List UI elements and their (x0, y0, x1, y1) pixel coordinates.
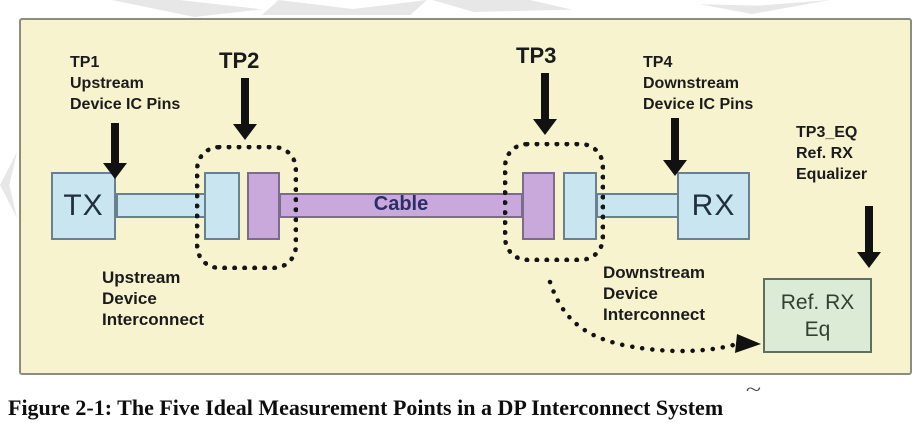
tp2-label: TP2 (219, 48, 260, 73)
downstream-connector-pin (563, 172, 597, 240)
label-line: Interconnect (603, 305, 706, 324)
label-line: Interconnect (102, 310, 205, 329)
diagram-panel: Cable TX RX Ref. RX Eq TP1 Upstream Devi… (19, 18, 912, 375)
label-line: Equalizer (796, 166, 868, 183)
label-line: TP4 (643, 54, 673, 71)
cable-label: Cable (373, 193, 429, 215)
rx-trace (596, 193, 681, 218)
tp4-arrow-down-icon (662, 118, 688, 176)
upstream-interconnect-label: Upstream Device Interconnect (102, 267, 204, 330)
watermark-shape (262, 0, 427, 15)
cable-bar: Cable (279, 193, 523, 218)
label-line: Device (102, 289, 157, 308)
caption-artifact-mark: ~ (745, 379, 761, 401)
rx-box: RX (677, 172, 750, 240)
label-line: TP3_EQ (796, 124, 858, 141)
label-line: Downstream (603, 263, 706, 282)
upstream-connector-plug (247, 172, 280, 240)
label-line: Upstream (70, 75, 144, 92)
label-line: TP1 (70, 54, 100, 71)
watermark-shape (700, 0, 830, 14)
tp3-eq-label: TP3_EQ Ref. RX Equalizer (796, 122, 867, 185)
label-line: Device IC Pins (70, 96, 181, 113)
label-line: Device (603, 284, 658, 303)
label-line: Downstream (643, 75, 740, 92)
watermark-shape (0, 152, 17, 218)
tp2-arrow-down-icon (232, 78, 258, 140)
label-line: Upstream (102, 268, 181, 287)
label-line: Device IC Pins (643, 96, 754, 113)
tx-label: TX (63, 189, 104, 222)
rx-label: RX (691, 189, 736, 222)
figure-caption: Figure 2-1: The Five Ideal Measurement P… (8, 395, 724, 420)
ref-rx-eq-line: Ref. RX (780, 290, 855, 314)
tx-box: TX (51, 172, 116, 240)
tp3-label: TP3 (516, 43, 557, 68)
tp3-dotted-region (503, 142, 605, 262)
tp3-arrow-down-icon (532, 73, 558, 135)
tp3-eq-arrow-down-icon (856, 206, 882, 268)
label-line: Ref. RX (796, 145, 853, 162)
tp1-label: TP1 Upstream Device IC Pins (70, 52, 180, 115)
tp4-label: TP4 Downstream Device IC Pins (643, 52, 753, 115)
downstream-interconnect-label: Downstream Device Interconnect (603, 262, 705, 325)
watermark-shape (432, 0, 572, 12)
upstream-connector-pin (204, 172, 240, 240)
watermark-shape (112, 0, 262, 17)
tp2-dotted-region (195, 145, 298, 270)
ref-rx-eq-box: Ref. RX Eq (763, 278, 872, 353)
ref-rx-eq-line: Eq (804, 317, 831, 341)
tp1-arrow-down-icon (102, 123, 128, 179)
downstream-connector-plug (522, 172, 555, 240)
